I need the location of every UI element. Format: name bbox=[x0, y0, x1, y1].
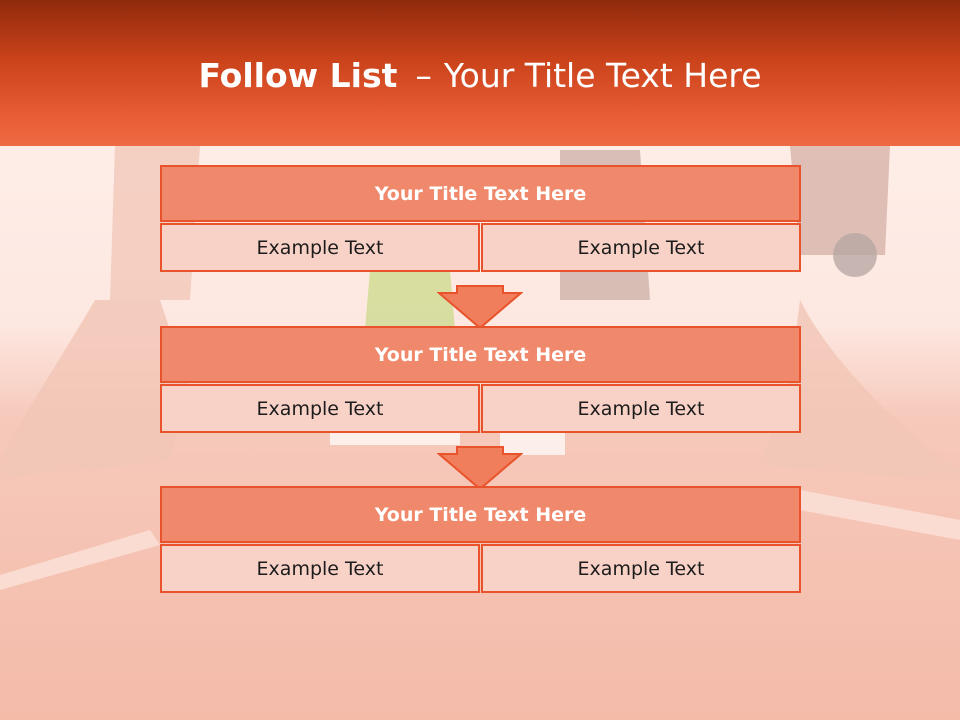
block-heading: Your Title Text Here bbox=[160, 486, 801, 543]
block-row: Example Text Example Text bbox=[160, 384, 801, 433]
title-bar bbox=[0, 0, 960, 146]
slide-title-bold: Follow List bbox=[198, 55, 398, 95]
block-cell-right: Example Text bbox=[481, 544, 801, 593]
block-cell-left: Example Text bbox=[160, 384, 480, 433]
down-arrow-icon bbox=[437, 285, 523, 329]
block-heading: Your Title Text Here bbox=[160, 165, 801, 222]
list-block-2: Your Title Text Here Example Text Exampl… bbox=[160, 326, 801, 433]
slide-title-rest: Your Title Text Here bbox=[443, 55, 762, 95]
down-arrow-icon bbox=[437, 446, 523, 490]
list-block-1: Your Title Text Here Example Text Exampl… bbox=[160, 165, 801, 272]
block-heading: Your Title Text Here bbox=[160, 326, 801, 383]
block-cell-right: Example Text bbox=[481, 223, 801, 272]
block-row: Example Text Example Text bbox=[160, 544, 801, 593]
block-cell-left: Example Text bbox=[160, 544, 480, 593]
slide-title-dash: – bbox=[415, 55, 432, 95]
list-block-3: Your Title Text Here Example Text Exampl… bbox=[160, 486, 801, 593]
slide-title: Follow List – Your Title Text Here bbox=[0, 0, 960, 150]
block-row: Example Text Example Text bbox=[160, 223, 801, 272]
block-cell-left: Example Text bbox=[160, 223, 480, 272]
block-cell-right: Example Text bbox=[481, 384, 801, 433]
